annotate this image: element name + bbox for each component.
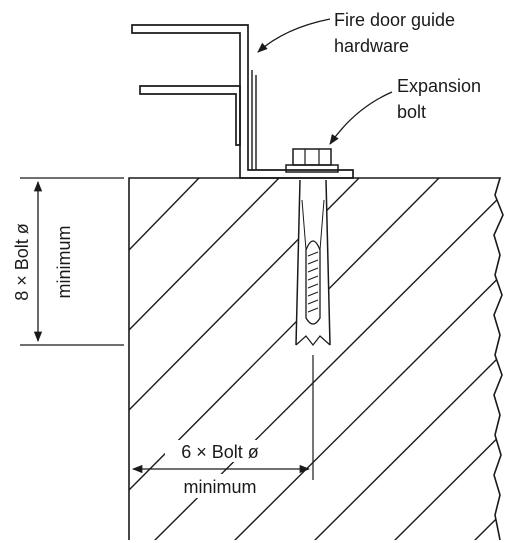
anchor-bolt-shank bbox=[301, 199, 325, 325]
leader-hardware bbox=[257, 18, 331, 53]
bolt-label-line2: bolt bbox=[397, 102, 426, 122]
spacing-dimension bbox=[131, 355, 314, 498]
fire-door-guide-hardware bbox=[131, 24, 354, 179]
expansion-bolt-head bbox=[285, 148, 339, 173]
edge-distance-label-line1: 8 × Bolt ø bbox=[12, 223, 32, 301]
spacing-label-line1: 6 × Bolt ø bbox=[181, 442, 259, 462]
edge-distance-dimension bbox=[20, 177, 124, 346]
leader-bolt bbox=[329, 91, 393, 145]
concrete-outline bbox=[128, 177, 504, 541]
bolt-label-line1: Expansion bbox=[397, 76, 481, 96]
edge-distance-label-line2: minimum bbox=[54, 225, 74, 298]
hardware-label-line1: Fire door guide bbox=[334, 10, 455, 30]
spacing-label-line2: minimum bbox=[183, 477, 256, 497]
hardware-label-line2: hardware bbox=[334, 36, 409, 56]
